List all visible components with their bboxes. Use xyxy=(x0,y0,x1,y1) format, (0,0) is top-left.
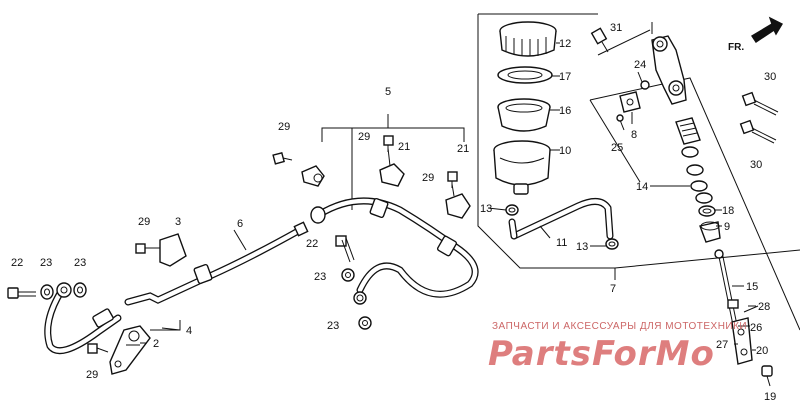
callout-14: 14 xyxy=(636,181,648,193)
hose-clamp-left xyxy=(301,165,325,187)
callout-30-upper: 30 xyxy=(764,71,776,83)
callout-26: 26 xyxy=(750,322,762,334)
callout-28: 28 xyxy=(758,301,770,313)
pin-cotter xyxy=(743,305,759,313)
hose-bracket-lower xyxy=(109,325,151,375)
callout-31: 31 xyxy=(610,22,622,34)
mounting-bolt-lower xyxy=(739,119,777,144)
pin-bolt xyxy=(761,365,773,387)
nut-upper xyxy=(727,299,739,309)
callout-5: 5 xyxy=(385,86,391,98)
callout-30-lower: 30 xyxy=(750,159,762,171)
push-rod xyxy=(714,249,739,331)
hose-clamp-right xyxy=(445,183,471,219)
callout-13-lower: 13 xyxy=(576,241,588,253)
o-ring xyxy=(640,80,650,90)
callout-4: 4 xyxy=(186,325,192,337)
callout-24: 24 xyxy=(634,59,646,71)
callout-12: 12 xyxy=(559,38,571,50)
bolt-middle-hose xyxy=(383,135,394,152)
fr-arrow xyxy=(751,16,783,43)
short-brake-hose xyxy=(44,282,122,355)
callout-25: 25 xyxy=(611,142,623,154)
callout-10: 10 xyxy=(559,145,571,157)
reservoir-hose-clip-lower xyxy=(605,238,619,250)
piston-assembly xyxy=(675,117,713,204)
callout-23-b: 23 xyxy=(74,257,86,269)
joint-connector xyxy=(619,91,641,113)
main-brake-hose xyxy=(310,197,479,305)
callout-17: 17 xyxy=(559,71,571,83)
reservoir-screw xyxy=(590,27,609,53)
callout-22-right: 22 xyxy=(306,238,318,250)
bolt-right-hose xyxy=(447,171,458,188)
callout-21-right: 21 xyxy=(457,143,469,155)
watermark-logo: PartsForMo xyxy=(488,334,715,374)
washer-left-a xyxy=(40,284,54,300)
banjo-bolt-right xyxy=(335,235,355,263)
reservoir-cap xyxy=(499,21,557,57)
washer-right-b xyxy=(358,316,372,330)
pipe-clamp xyxy=(135,233,187,267)
hose-bracket-brace xyxy=(321,114,465,210)
callout-19: 19 xyxy=(764,391,776,403)
master-cylinder-body xyxy=(651,22,687,105)
watermark: ЗАПЧАСТИ И АКСЕССУАРЫ ДЛЯ МОТОТЕХНИКИ Pa… xyxy=(488,321,747,374)
washer-right-a xyxy=(341,268,355,282)
callout-8: 8 xyxy=(631,129,637,141)
callout-3: 3 xyxy=(175,216,181,228)
master-cylinder-panel-outline xyxy=(589,29,800,331)
callout-2: 2 xyxy=(153,338,159,350)
circlip xyxy=(698,205,716,217)
callout-20: 20 xyxy=(756,345,768,357)
callout-29-c: 29 xyxy=(422,172,434,184)
callout-13-upper: 13 xyxy=(480,203,492,215)
callout-6: 6 xyxy=(237,218,243,230)
callout-29-d: 29 xyxy=(138,216,150,228)
callout-23-d: 23 xyxy=(327,320,339,332)
fr-label: FR. xyxy=(728,42,744,53)
callout-29-b: 29 xyxy=(358,131,370,143)
reservoir-tank xyxy=(493,140,551,195)
callout-23-c: 23 xyxy=(314,271,326,283)
callout-16: 16 xyxy=(559,105,571,117)
clevis xyxy=(731,317,753,365)
reservoir-hose xyxy=(508,198,614,240)
callout-23-a: 23 xyxy=(40,257,52,269)
hose-clamp-middle xyxy=(379,147,405,187)
callout-labels: 31 12 17 16 10 13 13 11 7 24 8 25 14 18 … xyxy=(11,22,776,403)
reservoir-diaphragm xyxy=(497,98,551,132)
callout-22-left: 22 xyxy=(11,257,23,269)
callout-11: 11 xyxy=(556,237,567,249)
washer-left-b xyxy=(73,282,87,298)
callout-29-e: 29 xyxy=(86,369,98,381)
callout-15: 15 xyxy=(746,281,758,293)
reservoir-panel-outline xyxy=(477,13,800,269)
callout-9: 9 xyxy=(724,221,730,233)
callout-7: 7 xyxy=(610,283,616,295)
mounting-bolt-upper xyxy=(741,91,779,116)
bolt-lower-bracket xyxy=(87,343,109,354)
reservoir-hose-clip-upper xyxy=(505,204,519,216)
callout-18: 18 xyxy=(722,205,734,217)
banjo-bolt-left xyxy=(7,287,36,299)
callout-27: 27 xyxy=(716,339,728,351)
brake-pipe xyxy=(124,221,309,306)
reservoir-plate xyxy=(497,66,553,84)
callout-21-upper: 21 xyxy=(398,141,410,153)
callout-29-a: 29 xyxy=(278,121,290,133)
small-screw xyxy=(616,114,625,131)
leader-lines xyxy=(140,42,756,351)
bolt-left-hose xyxy=(272,151,293,165)
watermark-caption: ЗАПЧАСТИ И АКСЕССУАРЫ ДЛЯ МОТОТЕХНИКИ xyxy=(492,321,747,332)
boot xyxy=(699,221,721,243)
